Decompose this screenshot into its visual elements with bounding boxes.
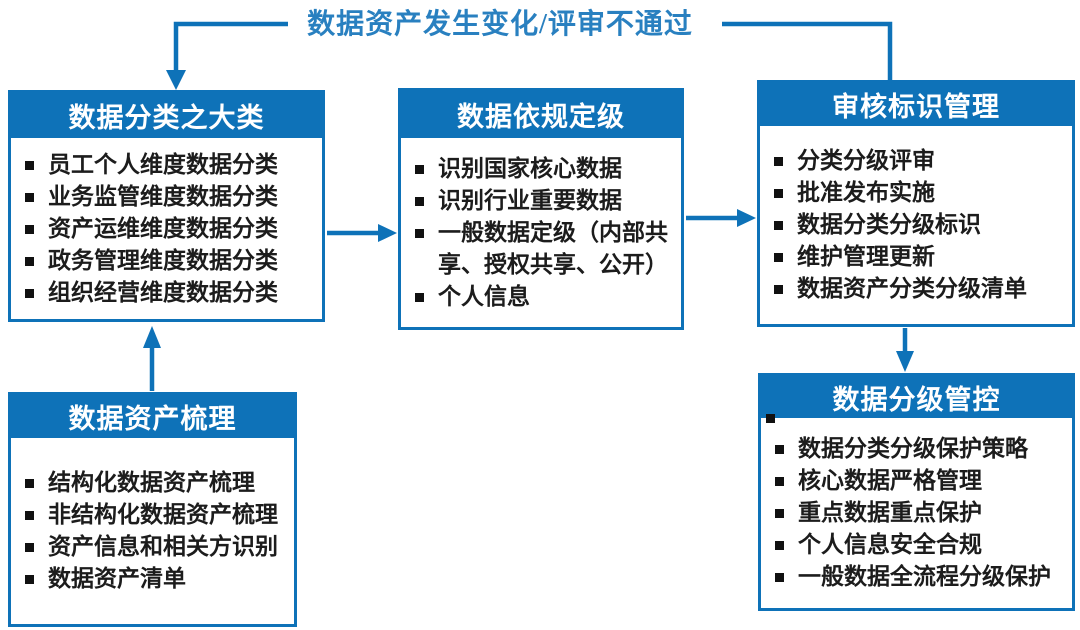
feedback-arrow-to-classification xyxy=(166,21,288,90)
bullet-square-icon xyxy=(775,477,784,486)
list-item: 一般数据定级（内部共享、授权共享、公开） xyxy=(413,217,675,281)
arrow-review-to-control xyxy=(896,328,914,372)
box-data-asset-sorting: 数据资产梳理 结构化数据资产梳理 非结构化数据资产梳理 资产信息和相关方识别 数… xyxy=(8,392,297,627)
feedback-condition-label: 数据资产发生变化/评审不通过 xyxy=(307,9,693,40)
list-item: 数据分类分级标识 xyxy=(772,209,1066,241)
list-item-text: 数据资产分类分级清单 xyxy=(797,276,1027,301)
arrow-classification-to-grading xyxy=(327,224,397,242)
bullet-square-icon xyxy=(775,509,784,518)
bullet-square-icon xyxy=(774,285,783,294)
list-item: 数据分类分级保护策略 xyxy=(773,433,1066,465)
bullet-square-icon xyxy=(25,256,34,266)
list-item: 一般数据全流程分级保护 xyxy=(773,561,1066,593)
list-item-text: 资产信息和相关方识别 xyxy=(48,534,278,559)
bullet-square-icon xyxy=(25,288,34,298)
list-item-text: 维护管理更新 xyxy=(797,244,935,269)
item-list-data-asset-sorting: 结构化数据资产梳理 非结构化数据资产梳理 资产信息和相关方识别 数据资产清单 xyxy=(11,438,294,624)
bullet-square-icon xyxy=(774,189,783,198)
bullet-square-icon xyxy=(774,157,783,166)
bullet-square-icon xyxy=(775,541,784,550)
list-item: 数据资产清单 xyxy=(23,563,288,595)
list-item-text: 组织经营维度数据分类 xyxy=(48,279,278,305)
item-list-review-labeling: 分类分级评审 批准发布实施 数据分类分级标识 维护管理更新 数据资产分类分级清单 xyxy=(760,126,1072,324)
item-list-data-grading: 识别国家核心数据 识别行业重要数据 一般数据定级（内部共享、授权共享、公开） 个… xyxy=(401,138,681,327)
bullet-square-icon xyxy=(25,575,34,584)
feedback-line-from-review xyxy=(722,21,893,82)
list-item: 个人信息 xyxy=(413,281,675,313)
item-list-data-classification: 员工个人维度数据分类 业务监管维度数据分类 资产运维维度数据分类 政务管理维度数… xyxy=(11,138,322,319)
bullet-square-icon xyxy=(25,160,34,170)
bullet-square-icon xyxy=(415,228,424,238)
list-item-text: 数据分类分级标识 xyxy=(797,212,981,237)
list-item: 非结构化数据资产梳理 xyxy=(23,499,288,531)
bullet-square-icon xyxy=(25,192,34,202)
bullet-square-icon xyxy=(775,445,784,454)
list-item-text: 非结构化数据资产梳理 xyxy=(48,502,278,527)
bullet-square-icon xyxy=(25,511,34,520)
list-item: 批准发布实施 xyxy=(772,177,1066,209)
list-item: 组织经营维度数据分类 xyxy=(23,277,316,309)
list-item-text: 个人信息 xyxy=(438,283,530,309)
list-item: 资产运维维度数据分类 xyxy=(23,213,316,245)
list-item-text: 识别国家核心数据 xyxy=(438,155,622,181)
bullet-square-icon xyxy=(415,292,424,302)
item-list-data-level-control: 数据分类分级保护策略 核心数据严格管理 重点数据重点保护 个人信息安全合规 一般… xyxy=(761,418,1072,608)
box-data-level-control: 数据分级管控 数据分类分级保护策略 核心数据严格管理 重点数据重点保护 个人信息… xyxy=(758,373,1075,611)
list-item-text: 数据分类分级保护策略 xyxy=(798,436,1028,461)
list-item-text: 个人信息安全合规 xyxy=(798,532,982,557)
box-data-grading: 数据依规定级 识别国家核心数据 识别行业重要数据 一般数据定级（内部共享、授权共… xyxy=(398,88,684,330)
list-item-text: 重点数据重点保护 xyxy=(798,500,982,525)
list-item: 核心数据严格管理 xyxy=(773,465,1066,497)
bullet-square-icon xyxy=(25,224,34,234)
bullet-square-icon xyxy=(415,164,424,174)
arrowhead-right-icon xyxy=(737,209,756,227)
list-item: 员工个人维度数据分类 xyxy=(23,149,316,181)
arrowhead-up-icon xyxy=(143,326,161,348)
stray-bullet-mark xyxy=(766,414,775,423)
box-header-review-labeling: 审核标识管理 xyxy=(760,83,1072,126)
list-item-text: 一般数据定级（内部共享、授权共享、公开） xyxy=(438,219,668,277)
box-header-data-asset-sorting: 数据资产梳理 xyxy=(11,395,294,438)
list-item-text: 一般数据全流程分级保护 xyxy=(798,564,1051,589)
bullet-square-icon xyxy=(774,253,783,262)
list-item: 重点数据重点保护 xyxy=(773,497,1066,529)
list-item: 资产信息和相关方识别 xyxy=(23,531,288,563)
list-item-text: 业务监管维度数据分类 xyxy=(48,183,278,209)
list-item: 维护管理更新 xyxy=(772,241,1066,273)
list-item: 分类分级评审 xyxy=(772,145,1066,177)
list-item: 识别国家核心数据 xyxy=(413,153,675,185)
box-data-classification: 数据分类之大类 员工个人维度数据分类 业务监管维度数据分类 资产运维维度数据分类… xyxy=(8,90,325,322)
list-item-text: 政务管理维度数据分类 xyxy=(48,247,278,273)
box-header-data-grading: 数据依规定级 xyxy=(401,91,681,138)
bullet-square-icon xyxy=(415,196,424,206)
bullet-square-icon xyxy=(775,573,784,582)
list-item: 数据资产分类分级清单 xyxy=(772,273,1066,305)
box-review-labeling: 审核标识管理 分类分级评审 批准发布实施 数据分类分级标识 维护管理更新 数据资… xyxy=(757,80,1075,327)
box-header-data-classification: 数据分类之大类 xyxy=(11,93,322,138)
bullet-square-icon xyxy=(25,479,34,488)
arrowhead-down-icon xyxy=(166,70,186,90)
arrow-grading-to-review xyxy=(686,209,756,227)
box-header-data-level-control: 数据分级管控 xyxy=(761,376,1072,418)
arrow-sorting-to-classification xyxy=(143,326,161,391)
list-item: 识别行业重要数据 xyxy=(413,185,675,217)
list-item-text: 核心数据严格管理 xyxy=(798,468,982,493)
arrowhead-right-icon xyxy=(378,224,397,242)
list-item-text: 分类分级评审 xyxy=(797,148,935,173)
list-item-text: 资产运维维度数据分类 xyxy=(48,215,278,241)
list-item-text: 数据资产清单 xyxy=(48,566,186,591)
bullet-square-icon xyxy=(774,221,783,230)
list-item: 政务管理维度数据分类 xyxy=(23,245,316,277)
list-item: 结构化数据资产梳理 xyxy=(23,467,288,499)
list-item-text: 结构化数据资产梳理 xyxy=(48,470,255,495)
list-item: 业务监管维度数据分类 xyxy=(23,181,316,213)
list-item: 个人信息安全合规 xyxy=(773,529,1066,561)
bullet-square-icon xyxy=(25,543,34,552)
list-item-text: 批准发布实施 xyxy=(797,180,935,205)
arrowhead-down-icon xyxy=(896,351,914,372)
list-item-text: 员工个人维度数据分类 xyxy=(48,151,278,177)
list-item-text: 识别行业重要数据 xyxy=(438,187,622,213)
